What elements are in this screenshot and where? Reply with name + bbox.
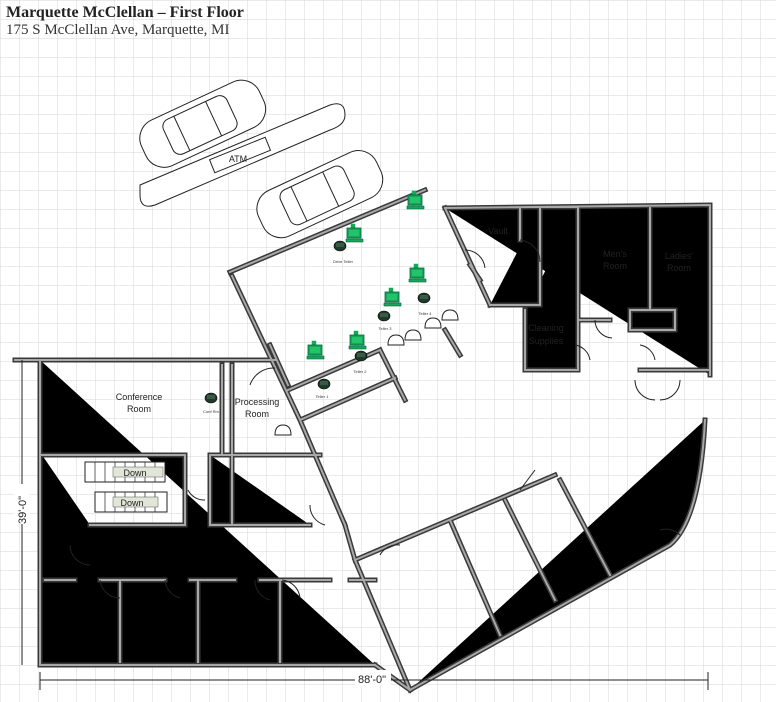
conference-room-label: Room	[127, 404, 151, 414]
phone-icon	[333, 240, 347, 252]
atm-lane: ATM	[139, 103, 346, 207]
phone-icon	[204, 392, 218, 404]
room-labels: Conference Room Processing Room Vault Me…	[116, 226, 694, 419]
address: 175 S McClellan Ave, Marquette, MI	[6, 22, 230, 38]
workstations: Drive Teller Teller 4 Teller 3 Teller 2 …	[203, 190, 433, 414]
drive-teller-label: Drive Teller	[333, 259, 354, 264]
stairs: Down Down	[84, 461, 168, 513]
width-dimension: 88'-0"	[358, 674, 386, 686]
mens-room-label: Room	[603, 261, 627, 271]
atm-machine	[208, 136, 272, 174]
height-dimension: 39'-0"	[17, 496, 29, 524]
ladies-room-label: Ladies'	[665, 251, 694, 261]
stair-down-label: Down	[120, 498, 143, 508]
teller-3-label: Teller 3	[379, 326, 393, 331]
teller-2-label: Teller 2	[354, 369, 368, 374]
teller-1-label: Teller 1	[316, 394, 330, 399]
phone-icon	[377, 310, 391, 322]
cleaning-supplies-label: Supplies	[529, 336, 564, 346]
vault-label: Vault	[488, 226, 508, 236]
atm-label: ATM	[229, 154, 247, 164]
doors	[69, 239, 681, 601]
phone-icon	[354, 350, 368, 362]
stair-down-label: Down	[123, 468, 146, 478]
cleaning-supplies-label: Cleaning	[528, 323, 564, 333]
car-bottom	[256, 150, 384, 239]
processing-room-label: Processing	[235, 397, 280, 407]
car-top	[139, 79, 267, 168]
dimensions: 39'-0" 88'-0"	[14, 360, 709, 690]
walls	[15, 190, 710, 690]
page-title: Marquette McClellan – First Floor	[6, 4, 244, 21]
teller-4-label: Teller 4	[419, 311, 433, 316]
processing-room-label: Room	[245, 409, 269, 419]
phone-icon	[317, 378, 331, 390]
ladies-room-label: Room	[667, 263, 691, 273]
conference-room-label: Conference	[116, 392, 163, 402]
conf-rm-label: Conf Rm	[203, 409, 219, 414]
phone-icon	[417, 292, 431, 304]
mens-room-label: Men's	[603, 249, 627, 259]
